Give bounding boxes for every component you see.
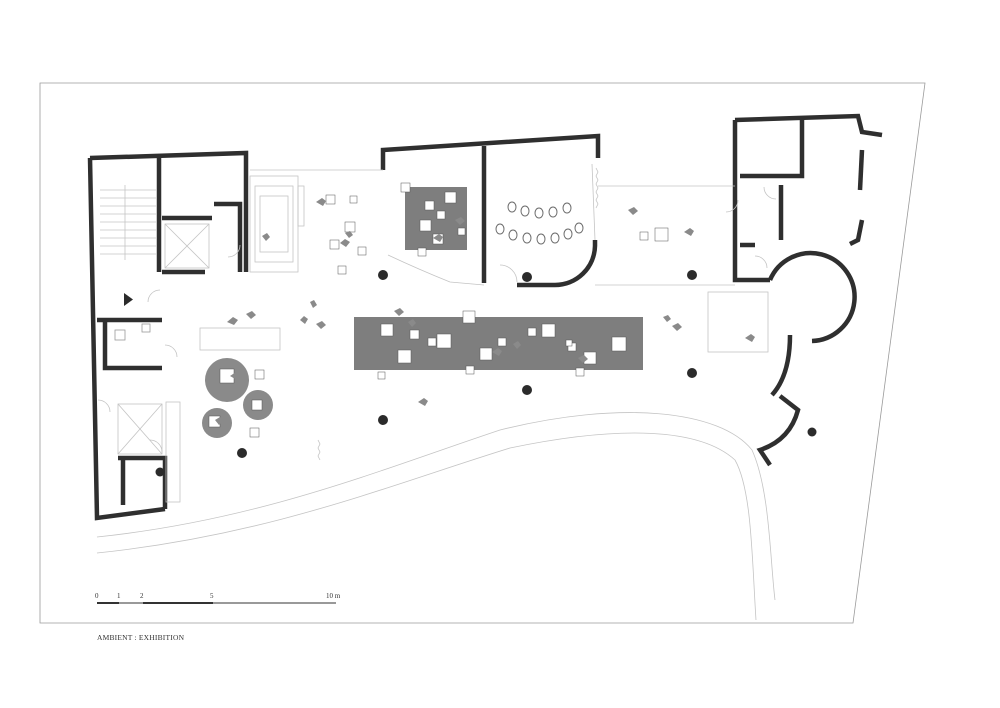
scale-bar: 0 1 2 5 10 m xyxy=(95,592,341,604)
exhibit-platforms xyxy=(354,187,643,380)
plan-caption: AMBIENT : EXHIBITION xyxy=(97,633,185,642)
columns xyxy=(237,270,697,458)
curtain-lines xyxy=(317,167,599,461)
scale-label-5: 5 xyxy=(210,592,214,600)
seating-rows xyxy=(495,201,584,245)
furniture xyxy=(202,182,669,438)
top-centre-rooms xyxy=(250,133,601,288)
right-block xyxy=(707,113,883,467)
scale-label-1: 1 xyxy=(117,592,121,600)
scale-label-2: 2 xyxy=(140,592,144,600)
entry-steps xyxy=(249,175,305,273)
curved-path-lines xyxy=(96,412,776,621)
left-service-block xyxy=(87,150,249,521)
scale-label-0: 0 xyxy=(95,592,99,600)
visitor-figures xyxy=(215,198,755,425)
partitions xyxy=(199,185,735,351)
scale-label-10m: 10 m xyxy=(326,592,341,600)
site-boundary xyxy=(39,82,926,624)
